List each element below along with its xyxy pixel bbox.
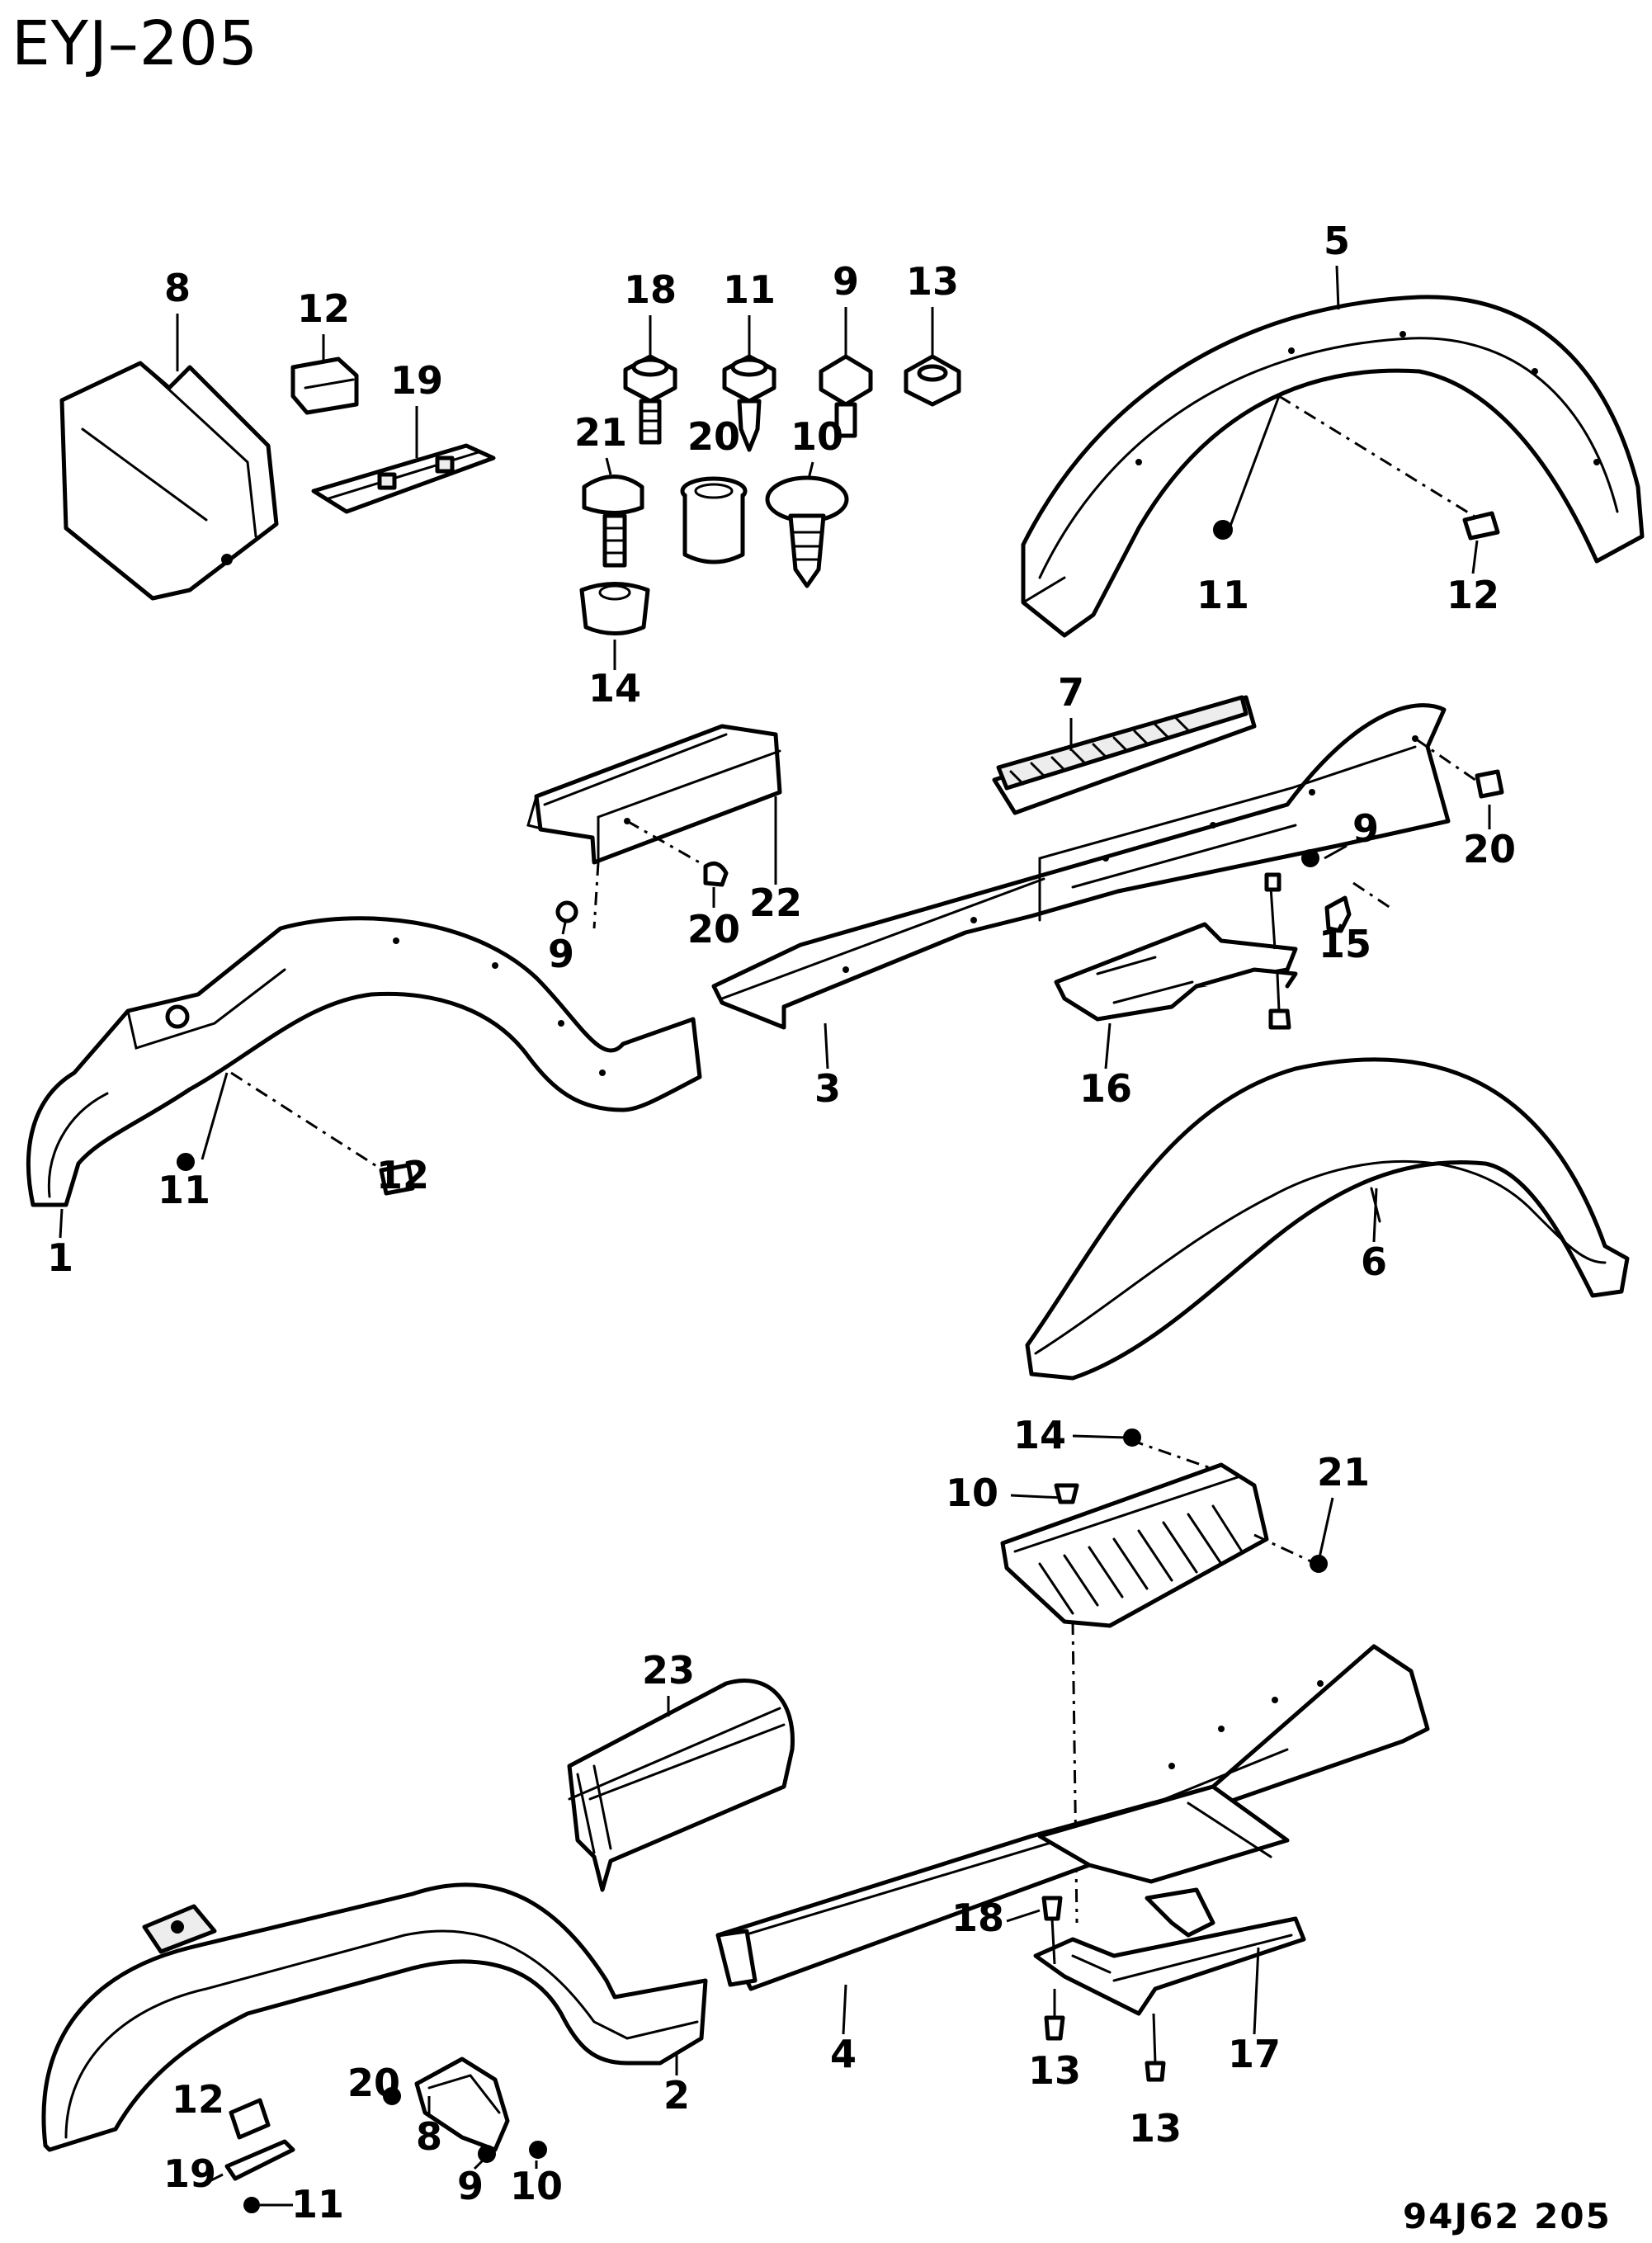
sill-3 xyxy=(711,703,1451,1030)
lower-left-fasteners xyxy=(205,2098,295,2213)
rear-flare-5 xyxy=(1021,295,1645,638)
callout-20-sill3: 20 xyxy=(1463,827,1516,871)
footer-code: 94J62 205 xyxy=(1403,2196,1612,2236)
clip-12-top xyxy=(290,357,359,415)
callout-1: 1 xyxy=(47,1235,73,1280)
flare-5-fasteners xyxy=(1213,394,1500,541)
callout-9-bracket22: 9 xyxy=(548,932,574,976)
callout-10-step: 10 xyxy=(946,1471,998,1515)
step-plate xyxy=(1000,1428,1334,1924)
callout-14: 14 xyxy=(588,666,641,711)
callout-2: 2 xyxy=(663,2073,690,2118)
nut-14 xyxy=(579,582,650,635)
callout-12-lower: 12 xyxy=(172,2077,224,2122)
bolt-9 xyxy=(819,354,873,438)
callout-18: 18 xyxy=(624,267,677,312)
callout-20-bracket22: 20 xyxy=(687,907,740,952)
step-pad-7 xyxy=(992,695,1257,815)
callout-9-lower: 9 xyxy=(457,2164,484,2208)
callout-11: 11 xyxy=(723,267,776,312)
callout-10-lower: 10 xyxy=(510,2164,563,2208)
callout-13: 13 xyxy=(906,259,959,304)
callout-13-bracket17a: 13 xyxy=(1028,2048,1081,2093)
front-flare-1 xyxy=(26,916,702,1207)
callout-11-flare1: 11 xyxy=(158,1168,210,1212)
callout-9: 9 xyxy=(833,259,859,304)
callout-12: 12 xyxy=(297,286,350,331)
step-pad-23 xyxy=(567,1679,795,1892)
bracket-22 xyxy=(526,724,782,929)
callout-10: 10 xyxy=(791,414,843,459)
flare-1-fasteners xyxy=(177,1071,415,1196)
callout-11-flare5: 11 xyxy=(1197,573,1249,617)
callout-5: 5 xyxy=(1324,219,1350,263)
callout-3: 3 xyxy=(814,1066,841,1111)
callout-23: 23 xyxy=(642,1648,695,1693)
callout-20: 20 xyxy=(687,414,740,459)
callout-21-step: 21 xyxy=(1317,1450,1370,1495)
callout-19-lower: 19 xyxy=(163,2151,216,2196)
bolt-18 xyxy=(623,354,677,445)
grommet-20 xyxy=(680,476,748,564)
bolt-21 xyxy=(582,475,644,568)
callout-13-bracket17b: 13 xyxy=(1129,2106,1182,2151)
callout-4: 4 xyxy=(830,2032,857,2076)
sill-3-fasteners xyxy=(1414,737,1504,799)
sill-4 xyxy=(715,1644,1430,1991)
diagram-code: EYJ–205 xyxy=(12,8,258,79)
callout-16: 16 xyxy=(1079,1066,1132,1111)
callout-15: 15 xyxy=(1319,922,1371,966)
clip-19-top xyxy=(311,443,496,514)
callout-12-flare1: 12 xyxy=(376,1153,429,1197)
callout-8-lower: 8 xyxy=(416,2114,442,2159)
front-flare-2 xyxy=(41,1882,708,2152)
callout-7: 7 xyxy=(1058,670,1084,715)
bracket-8-bottom xyxy=(383,2056,547,2163)
callout-12-flare5: 12 xyxy=(1447,573,1499,617)
screw-11 xyxy=(722,354,776,452)
callout-18-bracket17: 18 xyxy=(951,1896,1004,1940)
callout-19: 19 xyxy=(390,358,443,403)
callout-20-lower: 20 xyxy=(347,2061,400,2105)
callout-21: 21 xyxy=(574,410,627,455)
callout-14-step: 14 xyxy=(1013,1413,1066,1457)
callout-17: 17 xyxy=(1228,2032,1281,2076)
push-pin-10 xyxy=(765,475,849,588)
bracket-16 xyxy=(1054,872,1298,1030)
bracket-15 xyxy=(1301,849,1391,933)
callout-11-lower: 11 xyxy=(291,2182,344,2226)
callout-6: 6 xyxy=(1361,1240,1387,1284)
bracket-8-top xyxy=(59,361,279,601)
nut-13 xyxy=(904,354,961,407)
callout-8: 8 xyxy=(164,266,191,310)
callout-22: 22 xyxy=(749,881,802,925)
callout-9-bracket15: 9 xyxy=(1352,806,1379,851)
bracket-17 xyxy=(1033,1887,1306,2082)
